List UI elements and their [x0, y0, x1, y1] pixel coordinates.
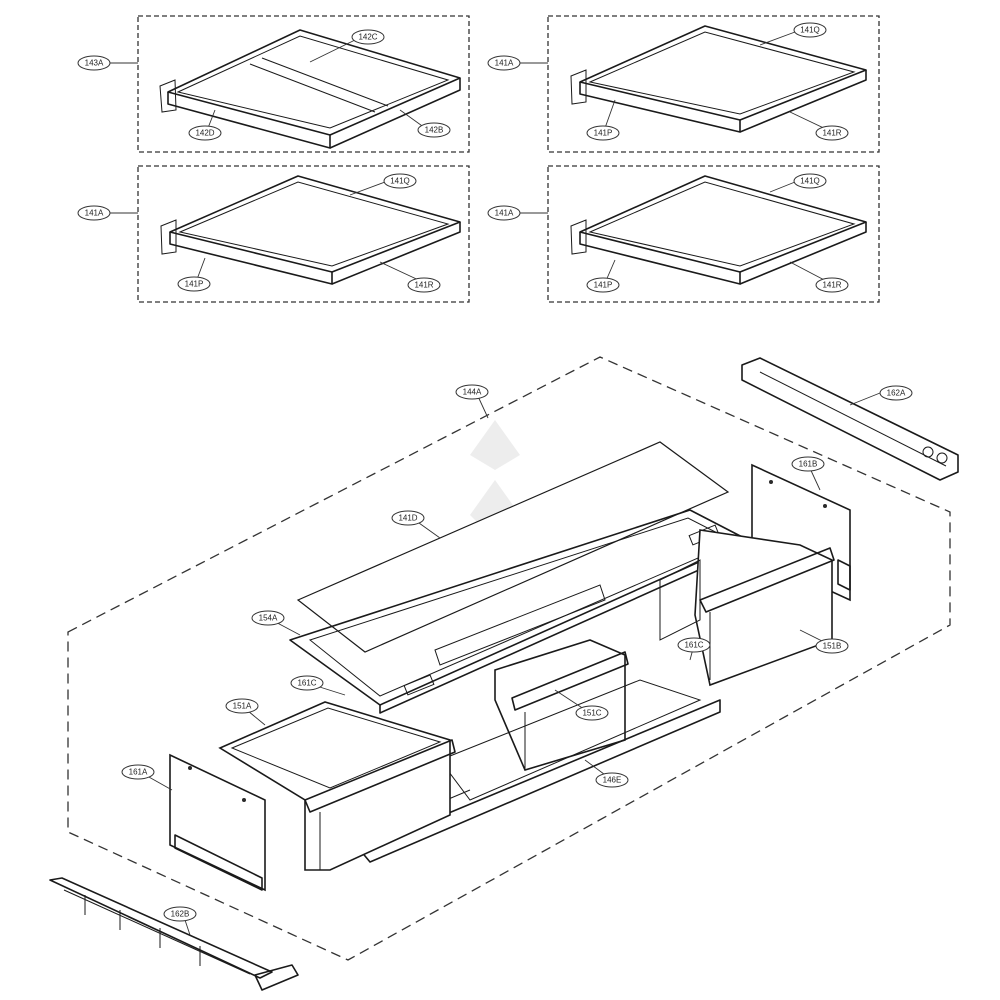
- callout-141D: 141D: [391, 510, 425, 526]
- callout-141R-3: 141R: [815, 277, 849, 293]
- bin-151A: [218, 701, 456, 871]
- callout-141A-2: 141A: [77, 205, 111, 221]
- callout-141A-3: 141A: [487, 205, 521, 221]
- svg-text:151C: 151C: [582, 709, 601, 718]
- callout-141R-2: 141R: [407, 277, 441, 293]
- shelf-group-141A-mid-left: [137, 165, 470, 303]
- bin-151B: [659, 529, 835, 687]
- callout-151A: 151A: [225, 698, 259, 714]
- svg-text:144A: 144A: [463, 388, 482, 397]
- svg-text:141P: 141P: [594, 281, 613, 290]
- callout-141Q-3: 141Q: [793, 173, 827, 189]
- svg-text:141Q: 141Q: [800, 177, 820, 186]
- svg-text:142B: 142B: [425, 126, 444, 135]
- svg-text:151A: 151A: [233, 702, 252, 711]
- svg-text:141A: 141A: [85, 209, 104, 218]
- callout-141P-2: 141P: [177, 276, 211, 292]
- svg-text:161C: 161C: [684, 641, 703, 650]
- bin-151C: [494, 639, 629, 771]
- svg-text:142C: 142C: [358, 33, 377, 42]
- svg-text:161A: 161A: [129, 768, 148, 777]
- svg-text:141A: 141A: [495, 209, 514, 218]
- svg-text:154A: 154A: [259, 614, 278, 623]
- rail-162B: [49, 877, 299, 991]
- shelf-group-141A-mid-right: [547, 165, 880, 303]
- svg-text:141Q: 141Q: [390, 177, 410, 186]
- svg-text:151B: 151B: [823, 642, 842, 651]
- callout-labels: 143A 142C 142D 142B 141A 141Q 141P 141R …: [77, 22, 913, 922]
- callout-141Q-1: 141Q: [793, 22, 827, 38]
- svg-text:141R: 141R: [822, 129, 841, 138]
- svg-text:146E: 146E: [603, 776, 622, 785]
- callout-151B: 151B: [815, 638, 849, 654]
- svg-text:143A: 143A: [85, 59, 104, 68]
- callout-161C-1: 161C: [290, 675, 324, 691]
- divider-161A: [169, 753, 266, 892]
- svg-text:141R: 141R: [822, 281, 841, 290]
- svg-text:141P: 141P: [185, 280, 204, 289]
- callout-146E: 146E: [595, 772, 629, 788]
- svg-text:162B: 162B: [171, 910, 190, 919]
- svg-text:161B: 161B: [799, 460, 818, 469]
- callout-142D: 142D: [188, 125, 222, 141]
- svg-text:141D: 141D: [398, 514, 417, 523]
- svg-text:141R: 141R: [414, 281, 433, 290]
- callout-151C: 151C: [575, 705, 609, 721]
- callout-162B: 162B: [163, 906, 197, 922]
- callout-141A-1: 141A: [487, 55, 521, 71]
- svg-text:162A: 162A: [887, 389, 906, 398]
- svg-text:142D: 142D: [195, 129, 214, 138]
- callout-162A: 162A: [879, 385, 913, 401]
- shelf-group-141A-top-right: [547, 15, 880, 153]
- crisper-assembly-frame: [67, 356, 951, 961]
- glass-shelf-141D: [296, 441, 730, 653]
- callout-161A: 161A: [121, 764, 155, 780]
- svg-text:141A: 141A: [495, 59, 514, 68]
- callout-142B: 142B: [417, 122, 451, 138]
- callout-154A: 154A: [251, 610, 285, 626]
- rail-162A: [741, 357, 959, 481]
- callout-141P-1: 141P: [586, 125, 620, 141]
- svg-text:161C: 161C: [297, 679, 316, 688]
- svg-text:141P: 141P: [594, 129, 613, 138]
- callout-143A: 143A: [77, 55, 111, 71]
- callout-161C-2: 161C: [677, 637, 711, 653]
- callout-161B: 161B: [791, 456, 825, 472]
- shelf-group-143A: [137, 15, 470, 153]
- svg-text:141Q: 141Q: [800, 26, 820, 35]
- callout-142C: 142C: [351, 29, 385, 45]
- callout-141Q-2: 141Q: [383, 173, 417, 189]
- callout-144A: 144A: [455, 384, 489, 400]
- callout-141P-3: 141P: [586, 277, 620, 293]
- callout-141R-1: 141R: [815, 125, 849, 141]
